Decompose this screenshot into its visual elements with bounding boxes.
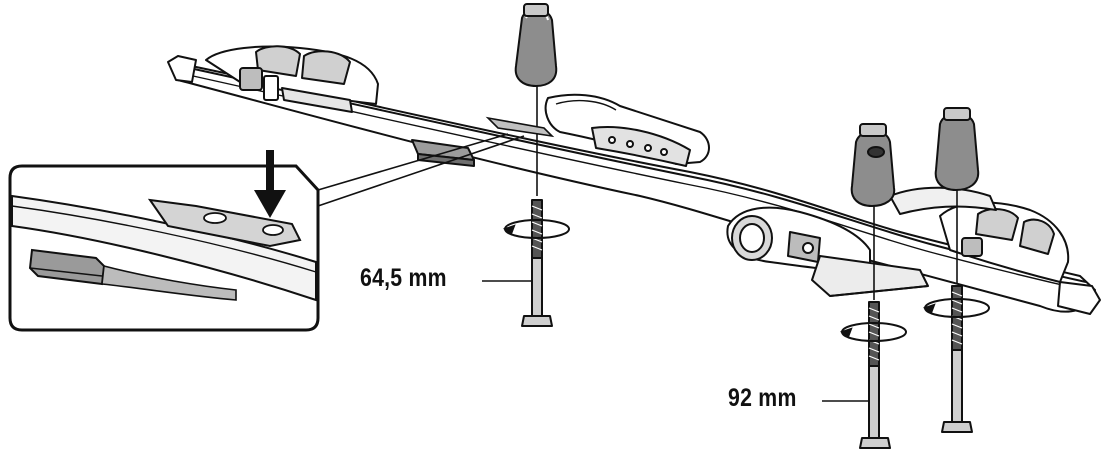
right-frame-clamp [726, 206, 929, 297]
dimension-leaders [482, 280, 869, 402]
t-bolt-short [521, 199, 553, 327]
down-arrow-icon [254, 150, 286, 218]
frame-holder-arm [544, 93, 710, 167]
left-wheel-holder [205, 45, 379, 113]
mount-point-marker [485, 116, 555, 138]
bolt-length-short-label: 64,5 mm [360, 264, 447, 292]
detail-inset [8, 150, 320, 332]
t-bolt-long-right [941, 285, 973, 433]
rotation-arrow-icon [839, 322, 907, 342]
detail-callout-lines [317, 133, 525, 207]
top-knob-left [514, 3, 558, 87]
bolt-length-long-label: 92 mm [728, 384, 797, 412]
top-knob-right [934, 107, 980, 191]
guide-lines [536, 86, 958, 300]
top-knob-center [850, 123, 896, 207]
rotation-arrow-icon [502, 219, 570, 239]
right-wheel-holder [889, 186, 1070, 283]
rotation-arrow-icon [922, 298, 990, 318]
